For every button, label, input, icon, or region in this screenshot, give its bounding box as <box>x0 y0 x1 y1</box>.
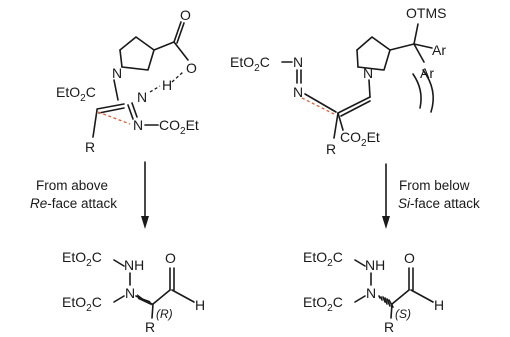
aryl-label-upper: Ar <box>432 42 446 58</box>
ester-label-bl-lower: EtO2C <box>62 294 102 314</box>
ester-label-enamine-tr: CO2Et <box>340 129 380 149</box>
hashed-bond-right <box>378 295 394 308</box>
atom-h-hbond: H <box>162 77 172 93</box>
atom-n-product-right: N <box>366 285 376 301</box>
steric-shield-arc-outer <box>422 69 434 113</box>
atom-h-aldehyde-left: H <box>195 297 205 313</box>
substituent-r-bl: R <box>145 319 155 335</box>
atom-nh-right: NH <box>365 257 385 273</box>
ester-label-bl-upper: EtO2C <box>62 249 102 269</box>
atom-n-pyrrolidine-left: N <box>112 65 122 81</box>
ester-label-br-lower: EtO2C <box>303 294 343 314</box>
atom-n-azo-1: N <box>137 89 147 105</box>
atom-o-carbonyl-acid: O <box>180 7 191 23</box>
pyrrolidine-ring-left <box>119 36 155 71</box>
stereodescriptor-r: (R) <box>156 307 173 321</box>
forming-bond-right <box>301 97 337 116</box>
pyrrolidine-ring-right <box>356 36 391 71</box>
stereodescriptor-s: (S) <box>395 307 411 321</box>
aryl-label-lower: Ar <box>420 65 434 81</box>
bond-ring-acid <box>153 41 175 51</box>
caption-right-line2: Si-face attack <box>398 196 480 211</box>
atom-n-azo-4: N <box>293 84 303 100</box>
atom-o-hydroxyl: O <box>186 60 197 76</box>
caption-left-line1: From above <box>36 178 108 193</box>
diarylprolinol-transition-state: OTMS Ar Ar N R CO2Et EtO2C N N <box>230 5 446 157</box>
steric-shield-arc-inner <box>412 73 422 109</box>
hydrogen-bond <box>171 71 184 83</box>
atom-o-aldehyde-right: O <box>404 250 415 266</box>
atom-nh-left: NH <box>124 257 144 273</box>
reaction-arrow-left <box>141 161 149 229</box>
atom-n-azo-2: N <box>133 117 143 133</box>
product-s: EtO2C NH N EtO2C O H R (S) <box>303 249 444 335</box>
otms-label: OTMS <box>406 5 446 21</box>
substituent-r-tl: R <box>85 139 95 155</box>
atom-o-aldehyde-left: O <box>165 250 176 266</box>
forming-bond-left <box>97 111 131 125</box>
caption-right-line1: From below <box>399 178 470 193</box>
reaction-arrow-right <box>382 163 390 229</box>
substituent-r-tr: R <box>326 141 336 157</box>
atom-n-azo-3: N <box>293 54 303 70</box>
atom-n-product-left: N <box>125 285 135 301</box>
caption-left-line2: Re-face attack <box>30 196 117 211</box>
product-r: EtO2C NH N EtO2C O H R (R) <box>62 249 205 335</box>
ester-label-tl: EtO2C <box>56 84 96 104</box>
atom-h-aldehyde-right: H <box>434 297 444 313</box>
atom-n-pyrrolidine-right: N <box>363 65 373 81</box>
ester-label-right-tl: CO2Et <box>159 117 199 137</box>
proline-transition-state: O O N EtO2C H N N CO2Et R <box>56 7 199 155</box>
ester-label-br-upper: EtO2C <box>303 249 343 269</box>
substituent-r-br: R <box>384 319 394 335</box>
ester-label-tr: EtO2C <box>230 54 270 74</box>
